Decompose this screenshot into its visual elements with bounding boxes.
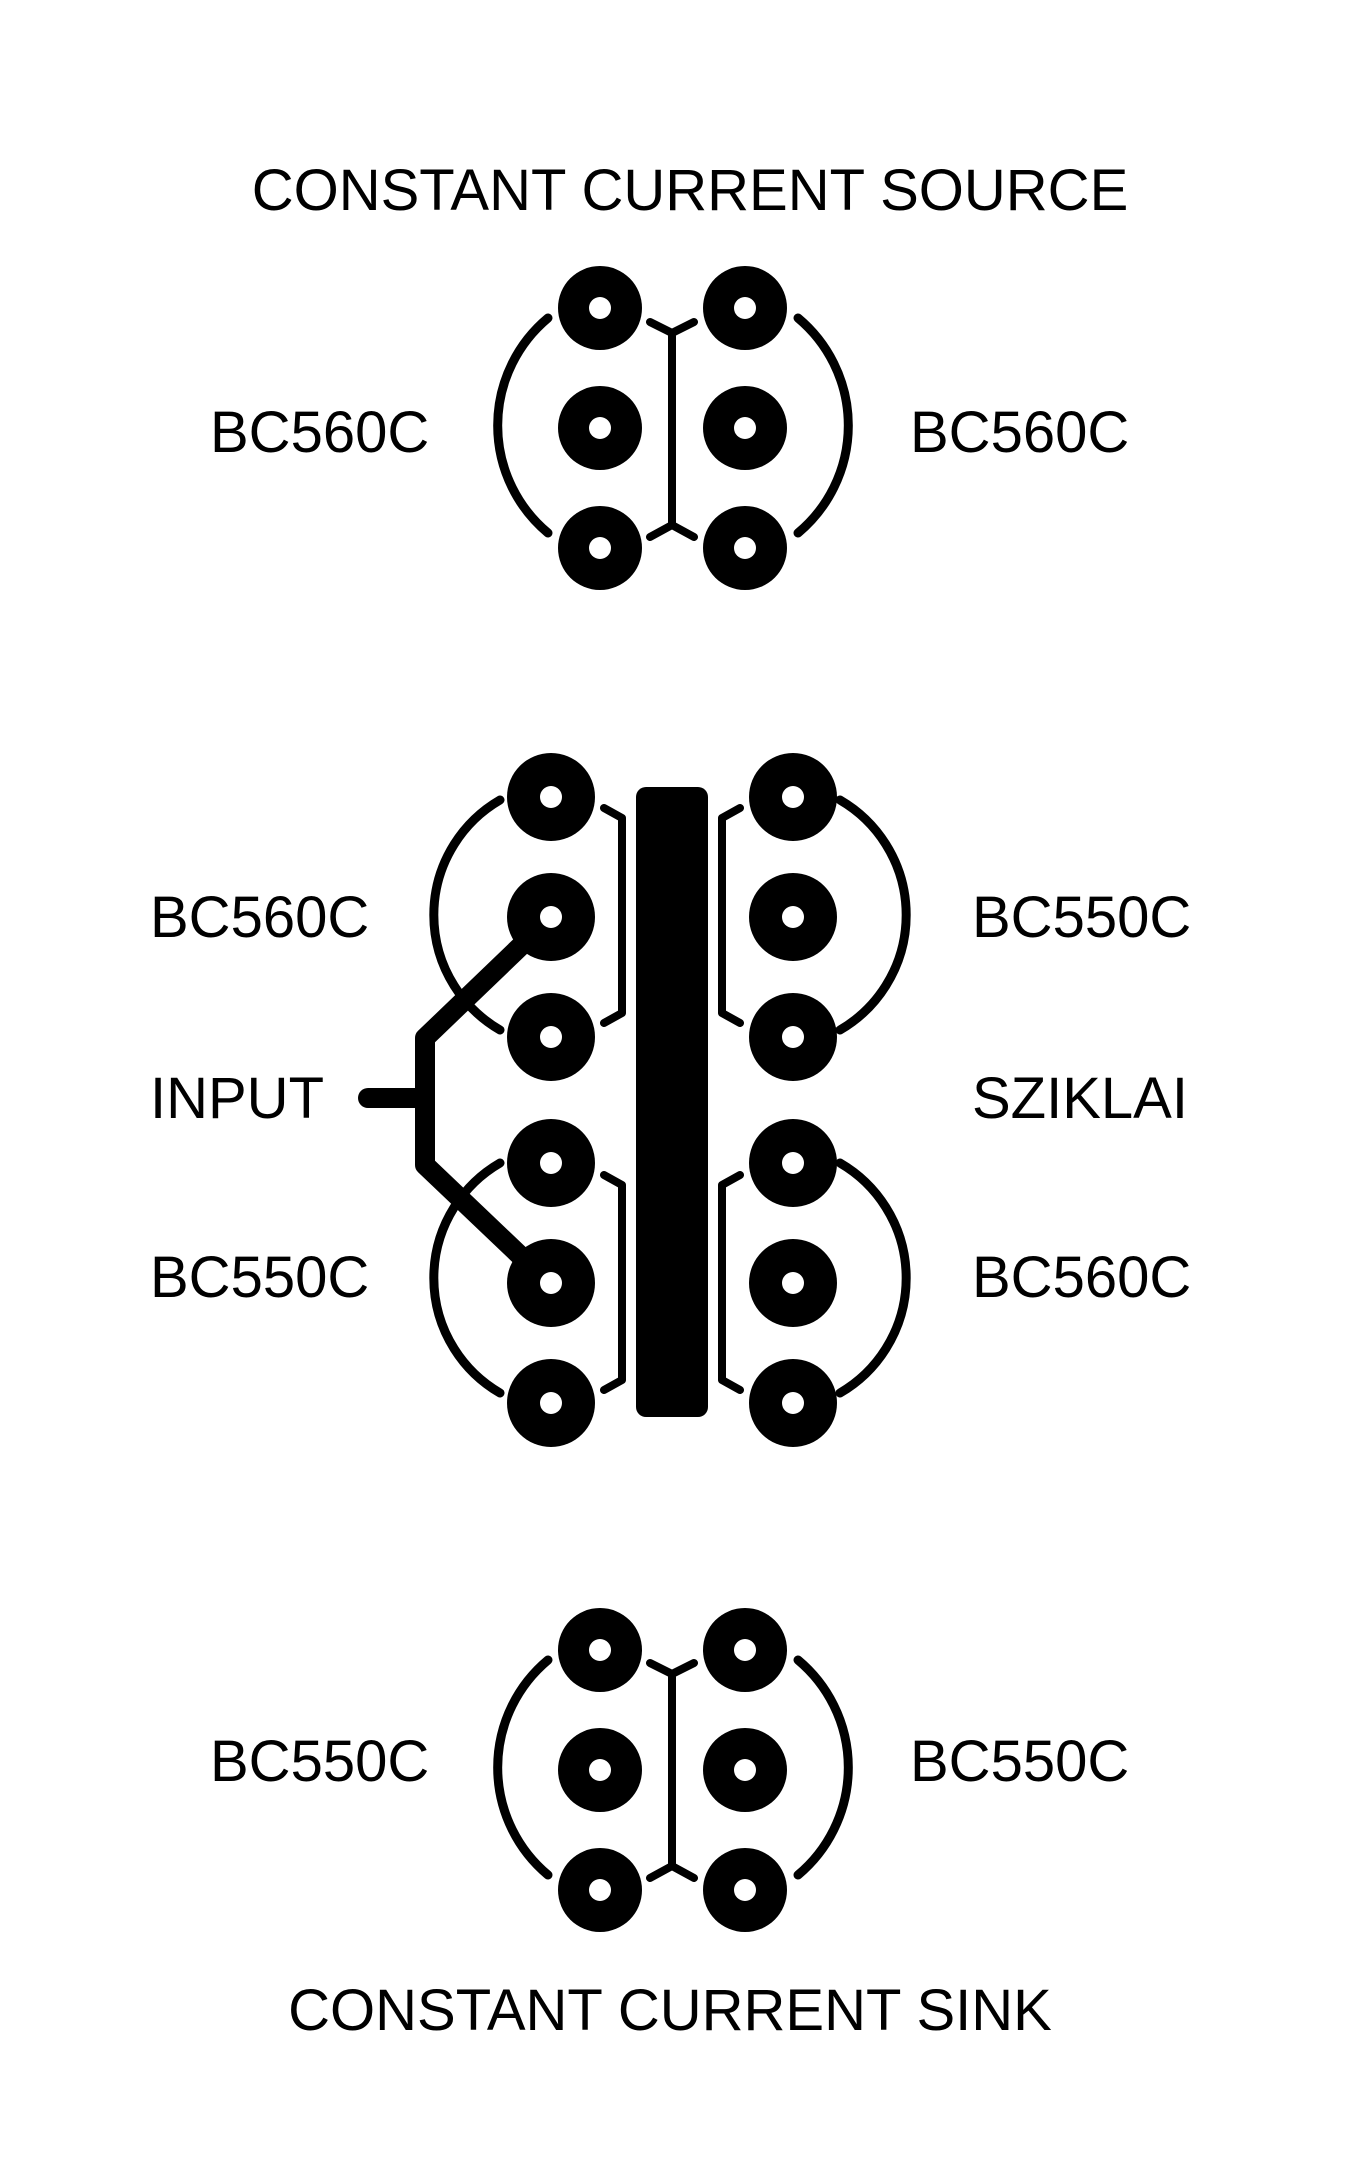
- pad-hole: [589, 1879, 611, 1901]
- bottom-right-transistor-label: BC550C: [910, 1729, 1129, 1794]
- sziklai-label: SZIKLAI: [972, 1066, 1188, 1131]
- pad-hole: [540, 1392, 562, 1414]
- pad-hole: [782, 786, 804, 808]
- pad-hole: [540, 1026, 562, 1048]
- lower-left-outline-track: [429, 1158, 505, 1398]
- source-left-outline-track: [493, 313, 553, 538]
- pad-hole: [782, 1152, 804, 1174]
- pad-hole: [734, 297, 756, 319]
- top-right-transistor-label: BC560C: [910, 400, 1129, 465]
- sink-left-outline-track: [493, 1655, 553, 1880]
- mid-lower-right-transistor-label: BC560C: [972, 1245, 1191, 1310]
- pad-hole: [589, 1759, 611, 1781]
- pad-hole: [540, 906, 562, 928]
- mid-lower-left-transistor-label: BC550C: [150, 1245, 369, 1310]
- lower-left-bracket-track: [600, 1171, 626, 1394]
- mid-upper-left-transistor-label: BC560C: [150, 885, 369, 950]
- pad-hole: [589, 1639, 611, 1661]
- sink-right-outline-track: [793, 1655, 853, 1880]
- pad-hole: [734, 417, 756, 439]
- pad-hole: [540, 1152, 562, 1174]
- upper-left-bracket-track: [600, 804, 626, 1027]
- source-right-pads: [703, 266, 787, 590]
- sink-transistor-pair: [493, 1608, 853, 1932]
- sink-right-pads: [703, 1608, 787, 1932]
- pad-hole: [734, 1879, 756, 1901]
- pad-hole: [782, 1026, 804, 1048]
- lower-right-bracket-track: [718, 1171, 744, 1394]
- input-label: INPUT: [150, 1066, 324, 1131]
- sink-left-pads: [558, 1608, 642, 1932]
- center-bus-bar: [636, 787, 708, 1417]
- pad-hole: [589, 297, 611, 319]
- lower-right-outline-track: [835, 1158, 911, 1398]
- sink-center-link-track: [646, 1659, 698, 1882]
- pad-hole: [540, 1272, 562, 1294]
- source-transistor-pair: [493, 266, 853, 590]
- input-trace: [358, 907, 561, 1295]
- source-title: CONSTANT CURRENT SOURCE: [252, 158, 1129, 223]
- pad-hole: [589, 417, 611, 439]
- source-left-pads: [558, 266, 642, 590]
- top-left-transistor-label: BC560C: [210, 400, 429, 465]
- bottom-left-transistor-label: BC550C: [210, 1729, 429, 1794]
- sziklai-left-pads: [507, 753, 595, 1447]
- pad-hole: [782, 906, 804, 928]
- upper-right-bracket-track: [718, 804, 744, 1027]
- sziklai-right-pads: [749, 753, 837, 1447]
- pad-hole: [782, 1272, 804, 1294]
- sink-title: CONSTANT CURRENT SINK: [288, 1978, 1052, 2043]
- source-right-outline-track: [793, 313, 853, 538]
- upper-right-outline-track: [835, 795, 911, 1035]
- source-center-link-track: [646, 318, 698, 541]
- pad-hole: [782, 1392, 804, 1414]
- mid-upper-right-transistor-label: BC550C: [972, 885, 1191, 950]
- pad-hole: [734, 1759, 756, 1781]
- pad-hole: [734, 537, 756, 559]
- pad-hole: [734, 1639, 756, 1661]
- sziklai-output-stage: [358, 753, 911, 1447]
- pad-hole: [540, 786, 562, 808]
- pad-hole: [589, 537, 611, 559]
